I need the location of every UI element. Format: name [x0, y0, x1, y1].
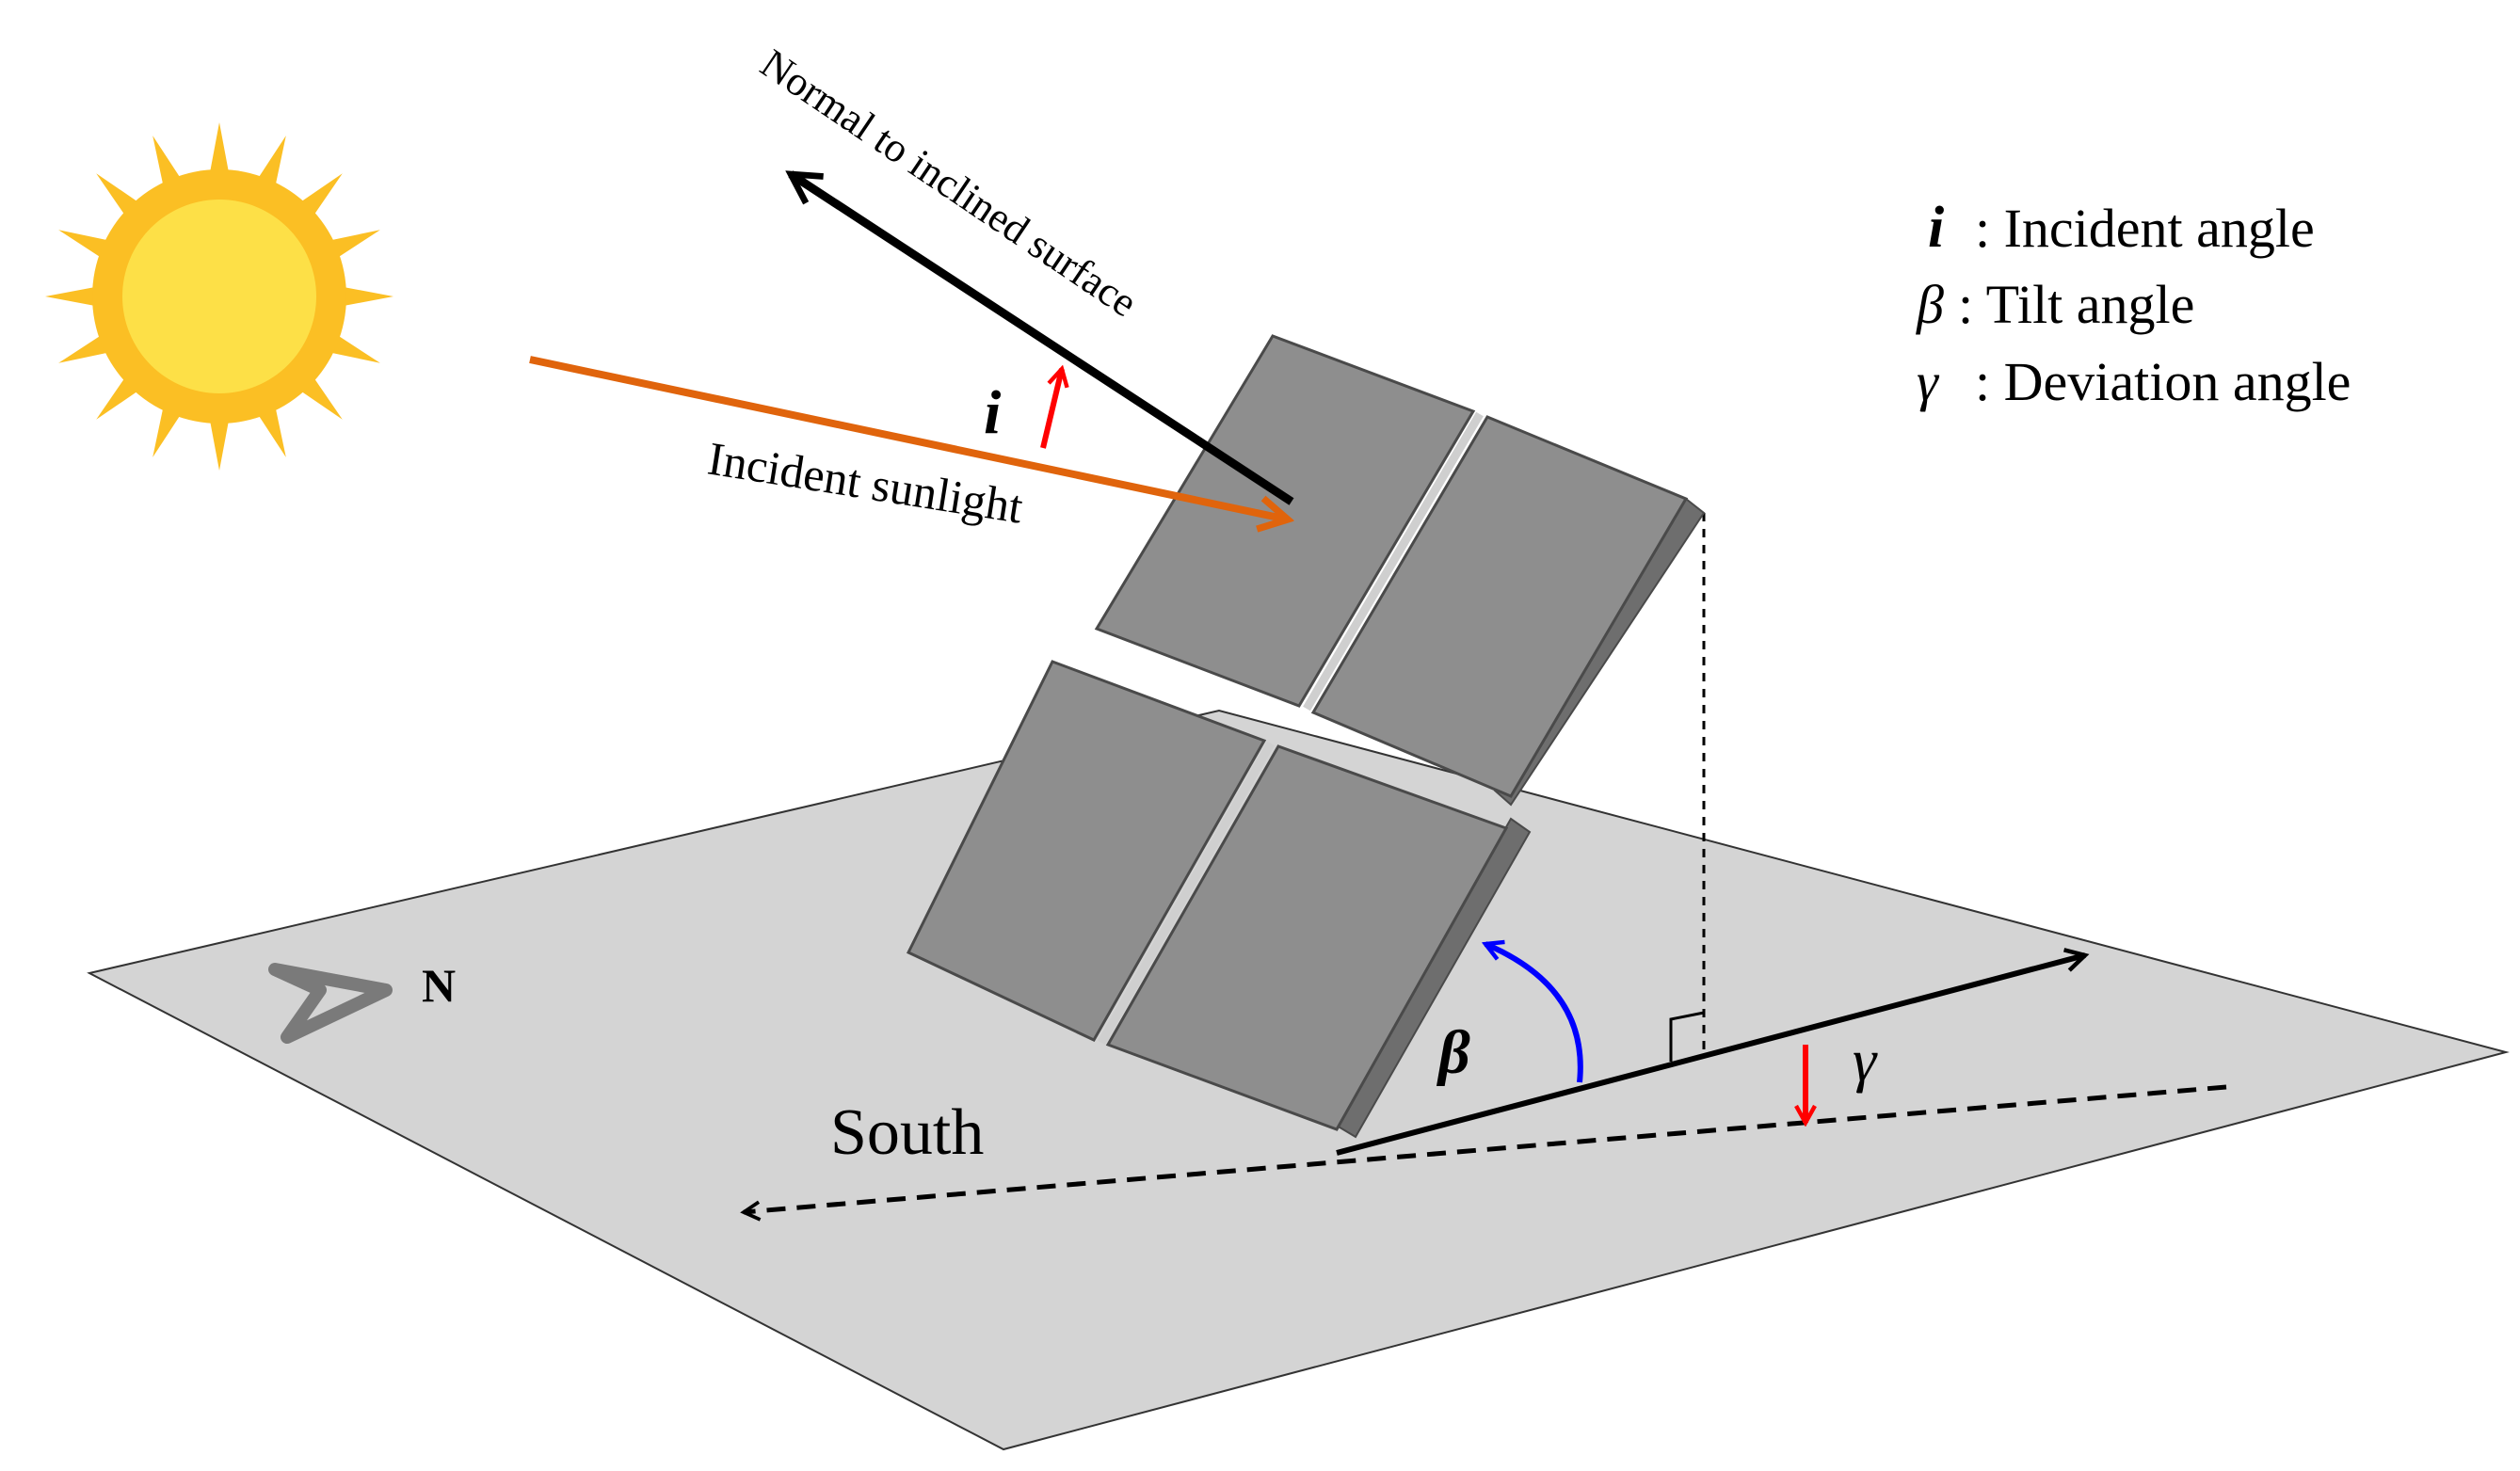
legend-text-beta: : Tilt angle	[1958, 274, 2194, 335]
legend-text-gamma: : Deviation angle	[1975, 351, 2351, 412]
legend: i : Incident angle β : Tilt angle γ : De…	[1916, 196, 2351, 412]
deviation-angle-symbol: γ	[1853, 1027, 1878, 1094]
legend-symbol-i: i	[1928, 196, 1944, 260]
incident-sunlight-arrow	[529, 356, 1288, 520]
legend-text-i: : Incident angle	[1975, 198, 2315, 259]
panel-gap-lower	[1098, 741, 1275, 1046]
panel-gap-upper	[1303, 411, 1484, 712]
sunlight-label: Incident sunlight	[704, 432, 1026, 534]
panel-azimuth-arrow	[1336, 955, 2085, 1156]
north-arrow-icon	[268, 963, 393, 1044]
legend-symbol-gamma: γ	[1917, 351, 1940, 412]
legend-symbol-beta: β	[1916, 274, 1944, 335]
incident-angle-arrow	[1040, 369, 1062, 449]
south-label: South	[830, 1096, 984, 1169]
tilt-angle-arrow	[1485, 944, 1583, 1083]
right-angle-mark	[1669, 1011, 1705, 1062]
incident-angle-symbol: i	[984, 378, 1002, 447]
north-label: N	[422, 959, 456, 1012]
solar-panel-lower-left	[906, 660, 1267, 1042]
south-direction-arrow	[744, 1084, 2227, 1212]
sun-icon	[45, 122, 393, 471]
solar-panel-upper-right	[1310, 415, 1689, 798]
tilt-angle-symbol: β	[1436, 1018, 1470, 1087]
solar-panel-lower-right	[1105, 744, 1509, 1131]
normal-arrow	[791, 174, 1294, 505]
